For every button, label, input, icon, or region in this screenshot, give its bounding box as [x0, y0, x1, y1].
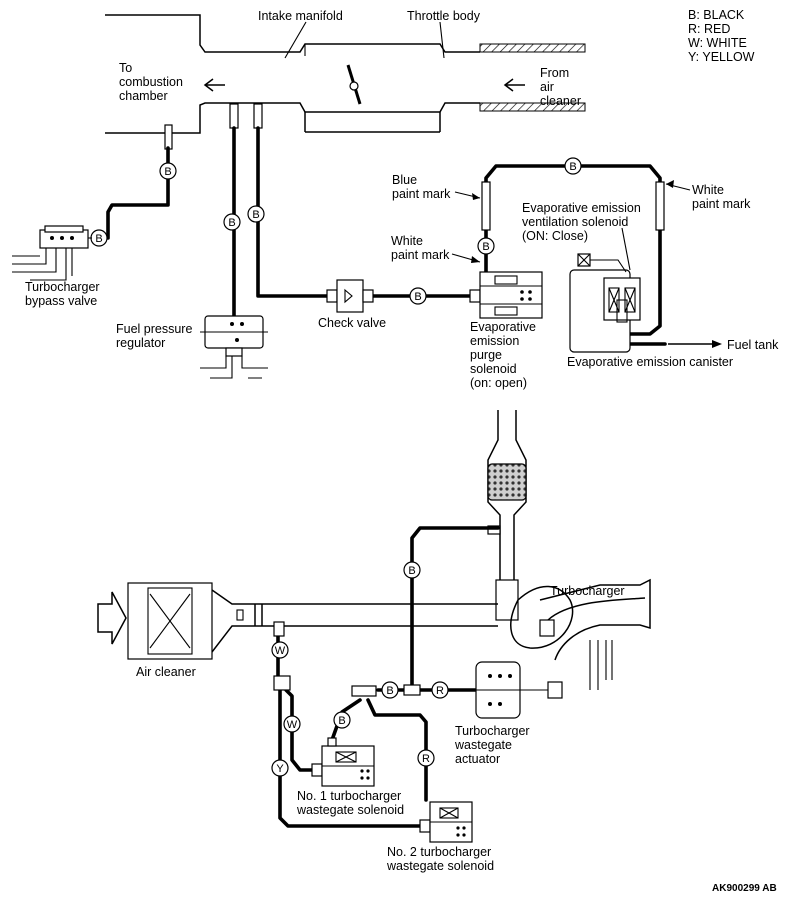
intake-port: [273, 621, 285, 637]
no2-solenoid-label-1: No. 2 turbocharger: [387, 845, 491, 859]
legend-yellow: Y: YELLOW: [688, 50, 755, 64]
white-paint-mark-left-label-1: White: [391, 234, 423, 248]
purge-solenoid-label-5: (on: open): [470, 376, 527, 390]
top-hoses: [106, 126, 722, 348]
svg-text:W: W: [287, 719, 298, 731]
check-valve-label: Check valve: [318, 316, 386, 330]
no1-solenoid-label-1: No. 1 turbocharger: [297, 789, 401, 803]
blue-paint-mark-label-1: Blue: [392, 173, 417, 187]
hose-color-b-bubble: B: [564, 157, 582, 175]
legend-red: R: RED: [688, 22, 730, 36]
svg-text:B: B: [228, 217, 235, 229]
wastegate-actuator-label-3: actuator: [455, 752, 500, 766]
t-connector: [403, 684, 421, 696]
legend-white: W: WHITE: [688, 36, 747, 50]
hose-color-b-bubble: B: [159, 162, 177, 180]
vent-solenoid-label-1: Evaporative emission: [522, 201, 641, 215]
air-cleaner: [97, 582, 498, 660]
from-air-label-1: From: [540, 66, 569, 80]
bypass-valve-label-1: Turbocharger: [25, 280, 100, 294]
to-combustion-label-2: combustion: [119, 75, 183, 89]
turbocharger-wastegate-actuator: [468, 661, 526, 719]
from-air-label-3: cleaner: [540, 94, 581, 108]
hose-color-b-bubble: B: [403, 561, 421, 579]
restrictor-fitting: [273, 675, 291, 691]
no1-solenoid-label-2: wastegate solenoid: [296, 803, 404, 817]
wastegate-actuator-label-2: wastegate: [454, 738, 512, 752]
from-air-label-2: air: [540, 80, 554, 94]
fuel-pressure-label-1: Fuel pressure: [116, 322, 192, 336]
svg-text:B: B: [338, 715, 345, 727]
figure-code: AK900299 AB: [712, 883, 777, 894]
white-paint-mark-right-label-2: paint mark: [692, 197, 751, 211]
fuel-tank-label: Fuel tank: [727, 338, 779, 352]
svg-text:B: B: [164, 166, 171, 178]
blue-paint-mark-label-2: paint mark: [392, 187, 451, 201]
svg-text:B: B: [386, 685, 393, 697]
purge-solenoid-label-2: emission: [470, 334, 519, 348]
throttle-body-label: Throttle body: [407, 9, 481, 23]
svg-text:B: B: [252, 209, 259, 221]
svg-text:R: R: [436, 685, 444, 697]
three-way-connector: [351, 685, 377, 697]
no2-solenoid-label-2: wastegate solenoid: [386, 859, 494, 873]
turbocharger-bypass-valve: [12, 225, 92, 281]
no1-turbocharger-wastegate-solenoid: [311, 737, 375, 787]
hose-color-b-bubble: B: [247, 205, 265, 223]
fuel-pressure-regulator: [200, 315, 268, 379]
color-legend: B: BLACK R: RED W: WHITE Y: YELLOW: [688, 8, 755, 64]
no2-turbocharger-wastegate-solenoid: [419, 801, 473, 843]
hose-color-r-bubble: R: [431, 681, 449, 699]
to-combustion-label-1: To: [119, 61, 132, 75]
canister-label: Evaporative emission canister: [567, 355, 733, 369]
turbocharger-unit: [495, 578, 651, 690]
purge-solenoid-label-3: purge: [470, 348, 502, 362]
svg-text:B: B: [408, 565, 415, 577]
hose-color-b-bubble: B: [223, 213, 241, 231]
purge-solenoid-label-4: solenoid: [470, 362, 517, 376]
wastegate-actuator-label-1: Turbocharger: [455, 724, 530, 738]
svg-text:Y: Y: [276, 763, 284, 775]
svg-text:W: W: [275, 645, 286, 657]
svg-text:B: B: [482, 241, 489, 253]
vent-solenoid-label-2: ventilation solenoid: [522, 215, 628, 229]
throttle-plate: [346, 64, 362, 105]
white-paint-mark-left-label-2: paint mark: [391, 248, 450, 262]
svg-text:B: B: [95, 233, 102, 245]
air-cleaner-label: Air cleaner: [136, 665, 196, 679]
svg-text:B: B: [414, 291, 421, 303]
purge-solenoid-label-1: Evaporative: [470, 320, 536, 334]
bottom-hoses: [276, 526, 563, 828]
legend-black: B: BLACK: [688, 8, 745, 22]
hose-color-b-bubble: B: [477, 237, 495, 255]
evaporative-emission-purge-solenoid: [469, 271, 543, 319]
bypass-valve-label-2: bypass valve: [25, 294, 97, 308]
white-paint-mark-right-label-1: White: [692, 183, 724, 197]
fuel-pressure-label-2: regulator: [116, 336, 165, 350]
hose-color-b-bubble: B: [381, 681, 399, 699]
check-valve: [326, 279, 374, 313]
turbocharger-label: Turbocharger: [550, 584, 625, 598]
intake-duct: [105, 14, 586, 150]
svg-text:B: B: [569, 161, 576, 173]
hose-color-w-bubble: W: [271, 641, 289, 659]
hose-color-y-bubble: Y: [271, 759, 289, 777]
to-combustion-label-3: chamber: [119, 89, 168, 103]
evaporative-emission-canister: [569, 227, 641, 353]
hose-color-b-bubble: B: [90, 229, 108, 247]
hose-color-r-bubble: R: [417, 749, 435, 767]
svg-text:R: R: [422, 753, 430, 765]
vent-solenoid-label-3: (ON: Close): [522, 229, 588, 243]
hose-color-b-bubble: B: [333, 711, 351, 729]
intake-manifold-label: Intake manifold: [258, 9, 343, 23]
exhaust-pipe: [487, 410, 527, 580]
hose-color-b-bubble: B: [409, 287, 427, 305]
hose-color-w-bubble: W: [283, 715, 301, 733]
